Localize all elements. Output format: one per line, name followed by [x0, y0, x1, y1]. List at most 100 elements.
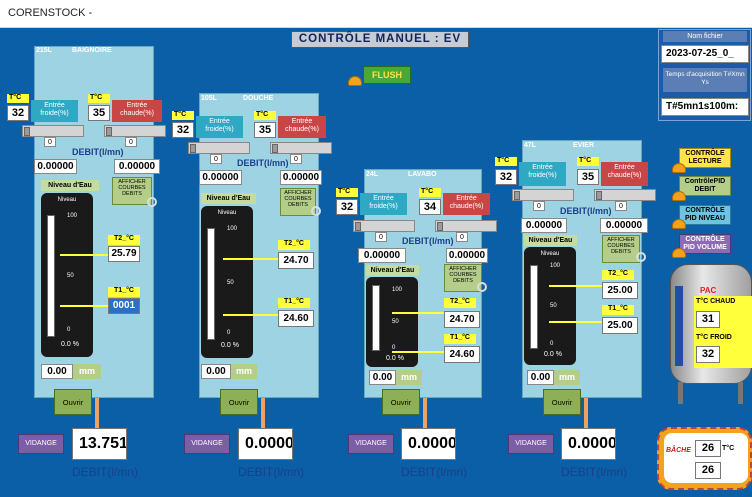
t1-label: T1_°C: [108, 287, 140, 297]
cold-slider[interactable]: [22, 125, 84, 137]
acq-time-input[interactable]: T#5mn1s100m:: [661, 98, 749, 116]
tank-capacity: 105L: [201, 95, 217, 102]
hot-slider[interactable]: [104, 125, 166, 137]
file-name-input[interactable]: 2023-07-25_0_: [661, 45, 749, 63]
gauge-title: Niveau: [540, 251, 560, 257]
gauge-tick: 0: [550, 341, 554, 347]
slider-knob[interactable]: [437, 222, 443, 231]
hot-slider-value: 0: [615, 201, 627, 211]
t1-value: 24.60: [278, 310, 314, 327]
t-hot-value: 34: [419, 199, 441, 215]
vidange-debit-value: 0.0000: [401, 428, 456, 460]
bache-level-value: 26: [695, 462, 721, 479]
level-gauge: 100 50 0 0.0 %: [366, 277, 418, 367]
magnifier-icon: [636, 252, 646, 262]
hot-slider[interactable]: [594, 189, 656, 201]
cold-slider-value: 0: [210, 154, 222, 164]
magnifier-icon: [147, 197, 157, 207]
debit-cold-value: 0.00000: [34, 159, 77, 174]
niveau-label: Niveau d'Eau: [524, 235, 577, 246]
debit-cold-value: 0.00000: [521, 218, 567, 233]
hardhat-icon: [672, 219, 686, 229]
hot-slider-value: 0: [456, 232, 468, 242]
debit-cold-value: 0.00000: [358, 248, 406, 263]
level-mm-value: 0.00: [41, 364, 73, 379]
magnifier-icon: [311, 206, 321, 216]
hardhat-icon: [672, 248, 686, 258]
cold-slider[interactable]: [512, 189, 574, 201]
tank-capacity: 215L: [36, 47, 52, 54]
level-mm-value: 0.00: [527, 370, 554, 385]
gauge-percent: 0.0 %: [544, 351, 562, 358]
slider-knob[interactable]: [596, 191, 602, 200]
t2-connector: [223, 258, 278, 260]
level-gauge: Niveau 100 50 0 0.0 %: [524, 247, 576, 365]
hardhat-icon: [672, 191, 686, 201]
control-pid-niveau-button[interactable]: CONTRÔLE PID NIVEAU: [679, 205, 731, 225]
slider-knob[interactable]: [106, 127, 112, 136]
t-cold-value: 32: [172, 122, 194, 138]
ouvrir-button[interactable]: Ouvrir: [220, 389, 258, 415]
vidange-button[interactable]: VIDANGE: [18, 434, 64, 454]
slider-knob[interactable]: [514, 191, 520, 200]
magnifier-icon: [477, 282, 487, 292]
mm-label: mm: [554, 370, 580, 385]
tank-name: LAVABO: [408, 171, 437, 178]
gauge-tick: 50: [550, 303, 557, 309]
t2-value: 25.00: [602, 282, 638, 299]
hot-slider[interactable]: [435, 220, 497, 232]
gauge-percent: 0.0 %: [61, 341, 79, 348]
t1-value[interactable]: 0001: [108, 298, 140, 314]
vidange-button[interactable]: VIDANGE: [184, 434, 230, 454]
control-lecture-button[interactable]: CONTRÔLE LECTURE: [679, 148, 731, 168]
ouvrir-button[interactable]: Ouvrir: [543, 389, 581, 415]
gauge-tube: [530, 265, 538, 349]
cold-slider[interactable]: [188, 142, 250, 154]
ouvrir-button[interactable]: Ouvrir: [54, 389, 92, 415]
mm-label: mm: [231, 364, 257, 379]
afficher-courbes-button[interactable]: AFFICHER COURBES DEBITS: [602, 235, 640, 263]
slider-knob[interactable]: [272, 144, 278, 153]
vidange-button[interactable]: VIDANGE: [348, 434, 394, 454]
gauge-tube: [372, 285, 380, 351]
hot-slider[interactable]: [270, 142, 332, 154]
cold-slider[interactable]: [353, 220, 415, 232]
flush-button[interactable]: FLUSH: [363, 66, 411, 84]
hardhat-icon: [348, 76, 362, 86]
vidange-debit-value: 13.751: [72, 428, 127, 460]
drain-pipe: [584, 398, 588, 436]
window-title: CORENSTOCK -: [8, 7, 93, 19]
t2-value: 24.70: [278, 252, 314, 269]
t-hot-value: 35: [254, 122, 276, 138]
hot-inlet-label: Entrée chaude(%): [443, 193, 490, 215]
t-hot-value: 35: [577, 169, 599, 185]
t1-value: 24.60: [444, 346, 480, 363]
t-cold-value: 32: [495, 169, 517, 185]
afficher-courbes-button[interactable]: AFFICHER COURBES DEBITS: [444, 264, 482, 292]
t-hot-label: T°C: [88, 94, 110, 103]
gauge-tick: 0: [67, 327, 71, 333]
slider-knob[interactable]: [24, 127, 30, 136]
niveau-label: Niveau d'Eau: [201, 193, 256, 204]
control-pid-debit-button[interactable]: ContrôlePID DEBIT: [679, 176, 731, 196]
ouvrir-button[interactable]: Ouvrir: [382, 389, 420, 415]
slider-knob[interactable]: [190, 144, 196, 153]
level-gauge: Niveau 100 50 0 0.0 %: [201, 206, 253, 358]
debit-hot-value: 0.00000: [446, 248, 488, 263]
vidange-debit-label: DEBIT(l/mn): [401, 465, 467, 479]
control-pid-volume-button[interactable]: CONTRÔLE PID VOLUME: [679, 234, 731, 254]
slider-knob[interactable]: [355, 222, 361, 231]
t1-connector: [549, 321, 602, 323]
file-name-label: Nom fichier: [663, 31, 747, 42]
t2-label: T2_°C: [108, 235, 140, 245]
bache-temp-label: T°C: [722, 445, 735, 452]
afficher-courbes-button[interactable]: AFFICHER COURBES DEBITS: [112, 177, 152, 205]
gauge-title: Niveau: [57, 197, 77, 203]
t-cold-label: T°C: [495, 157, 517, 166]
t2-label: T2_°C: [278, 240, 310, 250]
gauge-percent: 0.0 %: [386, 355, 404, 362]
afficher-courbes-button[interactable]: AFFICHER COURBES DEBITS: [280, 188, 316, 216]
cold-slider-value: 0: [375, 232, 387, 242]
vidange-button[interactable]: VIDANGE: [508, 434, 554, 454]
pac-chaud-value: 31: [696, 311, 720, 328]
